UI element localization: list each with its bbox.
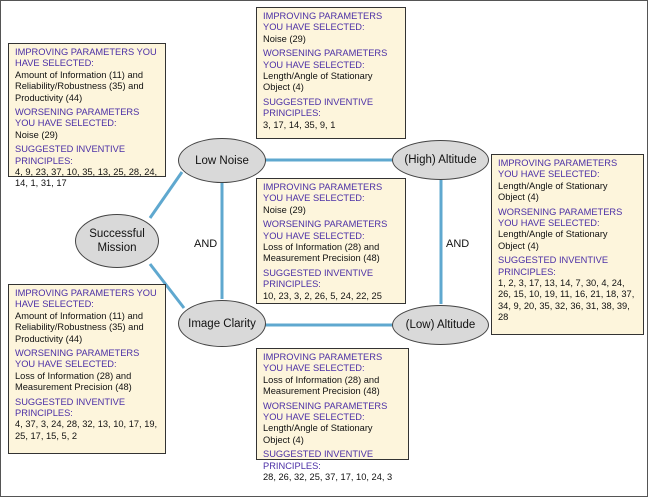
inventive-principles: 10, 23, 3, 2, 26, 5, 24, 22, 25 [263, 290, 382, 301]
inventive-principles: 28, 26, 32, 25, 37, 17, 10, 24, 3 [263, 472, 393, 483]
principles-panel-noise-length: IMPROVING PARAMETERS YOU HAVE SELECTED: … [256, 7, 406, 139]
worsening-heading: WORSENING PARAMETERS YOU HAVE SELECTED: [15, 348, 140, 370]
node-high-altitude-label: (High) Altitude [404, 154, 477, 166]
worsening-heading: WORSENING PARAMETERS YOU HAVE SELECTED: [15, 107, 140, 129]
node-low-noise-label: Low Noise [195, 154, 249, 167]
principles-heading: SUGGESTED INVENTIVE PRINCIPLES: [498, 255, 609, 277]
improving-heading: IMPROVING PARAMETERS YOU HAVE SELECTED: [15, 288, 157, 310]
principles-heading: SUGGESTED INVENTIVE PRINCIPLES: [263, 449, 374, 471]
inventive-principles: 3, 17, 14, 35, 9, 1 [263, 119, 336, 130]
principles-panel-mission-clarity: IMPROVING PARAMETERS YOU HAVE SELECTED: … [8, 284, 166, 454]
inventive-principles: 4, 37, 3, 24, 28, 32, 13, 10, 17, 19, 25… [15, 419, 158, 441]
worsening-heading: WORSENING PARAMETERS YOU HAVE SELECTED: [263, 48, 388, 70]
node-image-clarity: Image Clarity [178, 300, 266, 347]
principles-heading: SUGGESTED INVENTIVE PRINCIPLES: [263, 96, 374, 119]
and-label-right: AND [446, 238, 470, 250]
improving-parameters: Noise (29) [263, 204, 306, 215]
principles-panel-noise-information: IMPROVING PARAMETERS YOU HAVE SELECTED: … [256, 178, 406, 304]
worsening-heading: WORSENING PARAMETERS YOU HAVE SELECTED: [498, 206, 623, 229]
worsening-parameters: Noise (29) [15, 129, 58, 140]
improving-heading: IMPROVING PARAMETERS YOU HAVE SELECTED: [263, 352, 383, 374]
principles-heading: SUGGESTED INVENTIVE PRINCIPLES: [15, 144, 126, 166]
improving-parameters: Noise (29) [263, 33, 306, 44]
principles-heading: SUGGESTED INVENTIVE PRINCIPLES: [15, 396, 126, 419]
worsening-parameters: Loss of Information (28) and Measurement… [15, 370, 132, 393]
principles-heading: SUGGESTED INVENTIVE PRINCIPLES: [263, 267, 374, 290]
improving-parameters: Loss of Information (28) and Measurement… [263, 374, 380, 397]
worsening-heading: WORSENING PARAMETERS YOU HAVE SELECTED: [263, 400, 388, 423]
improving-parameters: Amount of Information (11) and Reliabili… [15, 69, 144, 103]
improving-parameters: Length/Angle of Stationary Object (4) [498, 180, 608, 203]
improving-heading: IMPROVING PARAMETERS YOU HAVE SELECTED: [15, 47, 157, 69]
principles-panel-information-length: IMPROVING PARAMETERS YOU HAVE SELECTED: … [256, 348, 409, 482]
worsening-parameters: Length/Angle of Stationary Object (4) [498, 229, 608, 251]
improving-heading: IMPROVING PARAMETERS YOU HAVE SELECTED: [263, 11, 383, 33]
node-successful-mission-label: Successful Mission [89, 228, 145, 254]
worsening-parameters: Loss of Information (28) and Measurement… [263, 242, 380, 264]
improving-heading: IMPROVING PARAMETERS YOU HAVE SELECTED: [498, 158, 618, 180]
link-mission-lownoise [148, 171, 184, 219]
node-successful-mission: Successful Mission [75, 214, 159, 268]
node-image-clarity-label: Image Clarity [188, 317, 256, 330]
improving-heading: IMPROVING PARAMETERS YOU HAVE SELECTED: [263, 182, 383, 204]
node-low-altitude-label: (Low) Altitude [405, 319, 476, 331]
and-label-left: AND [194, 238, 218, 250]
improving-parameters: Amount of Information (11) and Reliabili… [15, 310, 144, 344]
node-high-altitude: (High) Altitude [392, 140, 489, 180]
worsening-heading: WORSENING PARAMETERS YOU HAVE SELECTED: [263, 219, 388, 241]
worsening-parameters: Length/Angle of Stationary Object (4) [263, 423, 373, 445]
node-low-altitude: (Low) Altitude [392, 305, 489, 345]
principles-panel-mission-noise: IMPROVING PARAMETERS YOU HAVE SELECTED: … [8, 43, 166, 188]
inventive-principles: 4, 9, 23, 37, 10, 35, 13, 25, 28, 24, 14… [15, 167, 158, 189]
inventive-principles: 1, 2, 3, 17, 13, 14, 7, 30, 4, 24, 26, 1… [498, 278, 635, 323]
principles-panel-length-length: IMPROVING PARAMETERS YOU HAVE SELECTED: … [491, 154, 644, 335]
worsening-parameters: Length/Angle of Stationary Object (4) [263, 71, 373, 93]
node-low-noise: Low Noise [178, 138, 266, 183]
link-mission-imageclarity [148, 263, 186, 309]
